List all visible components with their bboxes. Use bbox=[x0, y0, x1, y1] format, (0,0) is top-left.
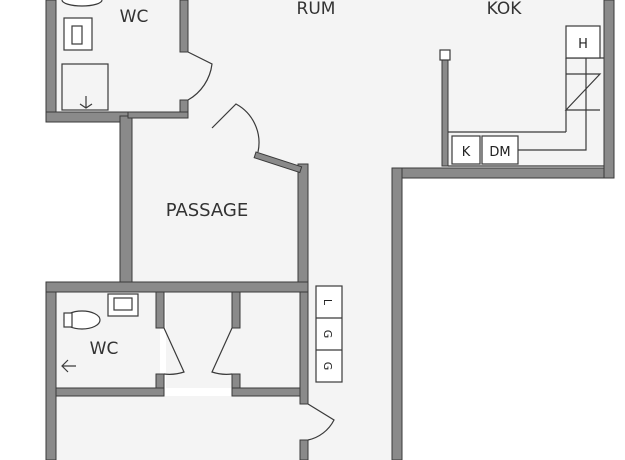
wall-kok-bottom bbox=[391, 167, 615, 179]
door-swing-passage bbox=[211, 103, 260, 153]
appliance-h bbox=[565, 25, 601, 59]
room-label-passage: PASSAGE bbox=[166, 200, 249, 221]
wall-closet-right-upper bbox=[299, 291, 309, 405]
wall-passage-top bbox=[127, 111, 189, 119]
closet-l-label: L bbox=[321, 299, 334, 306]
closet-g1-label: G bbox=[321, 330, 334, 339]
counter-post bbox=[439, 49, 451, 61]
room-label-wc-top: WC bbox=[120, 7, 149, 27]
room-label-kok: KÖK bbox=[487, 0, 523, 19]
closet-g2-label: G bbox=[321, 362, 334, 371]
wall-passage-diag bbox=[253, 151, 303, 174]
drain-arrow-icon bbox=[79, 96, 93, 109]
wall-wc-top-left bbox=[45, 0, 57, 123]
door-swing-wc-rum bbox=[187, 51, 213, 101]
room-label-wc-bottom: WC bbox=[90, 339, 119, 359]
wall-passage-right bbox=[297, 163, 309, 289]
wall-lower-top bbox=[45, 281, 309, 293]
bottom-room-floor bbox=[56, 396, 306, 460]
wall-lower-left bbox=[45, 281, 57, 460]
wall-wc-rum-upper bbox=[179, 0, 189, 53]
wall-wc-closet-upper bbox=[155, 291, 165, 329]
wall-corridor-right bbox=[391, 167, 403, 460]
wall-wc-bottom bbox=[55, 387, 165, 397]
sink-top-basin bbox=[71, 25, 83, 45]
toilet-top-icon bbox=[61, 0, 103, 7]
shower-area-top bbox=[61, 63, 109, 111]
wall-kok-right bbox=[603, 0, 615, 179]
sink-bottom-basin bbox=[113, 297, 133, 311]
entry-arrow-icon bbox=[61, 359, 76, 373]
appliance-h-label: H bbox=[578, 37, 588, 52]
door-swing-closet bbox=[211, 327, 233, 375]
wall-closet-bottom bbox=[231, 387, 309, 397]
counter-outline bbox=[448, 58, 604, 167]
door-swing-wc-bottom bbox=[163, 327, 185, 375]
passage-floor bbox=[128, 112, 304, 284]
closet-stack bbox=[315, 285, 343, 383]
kitchen-counter-divider bbox=[441, 53, 449, 167]
appliance-k-label: K bbox=[462, 145, 471, 160]
toilet-bottom-tank bbox=[63, 312, 73, 328]
appliance-dm bbox=[481, 135, 519, 165]
wall-passage-left bbox=[119, 115, 133, 289]
sink-bottom-icon bbox=[107, 293, 139, 317]
wall-closet-divider-upper bbox=[231, 291, 241, 329]
room-label-rum: RUM bbox=[297, 0, 336, 19]
wall-closet-right-lower bbox=[299, 439, 309, 460]
door-swing-lower bbox=[307, 403, 335, 441]
appliance-dm-label: DM bbox=[489, 145, 510, 160]
appliance-k bbox=[451, 135, 481, 165]
wall-wc-top-bottom bbox=[45, 111, 131, 123]
sink-top-icon bbox=[63, 17, 93, 51]
